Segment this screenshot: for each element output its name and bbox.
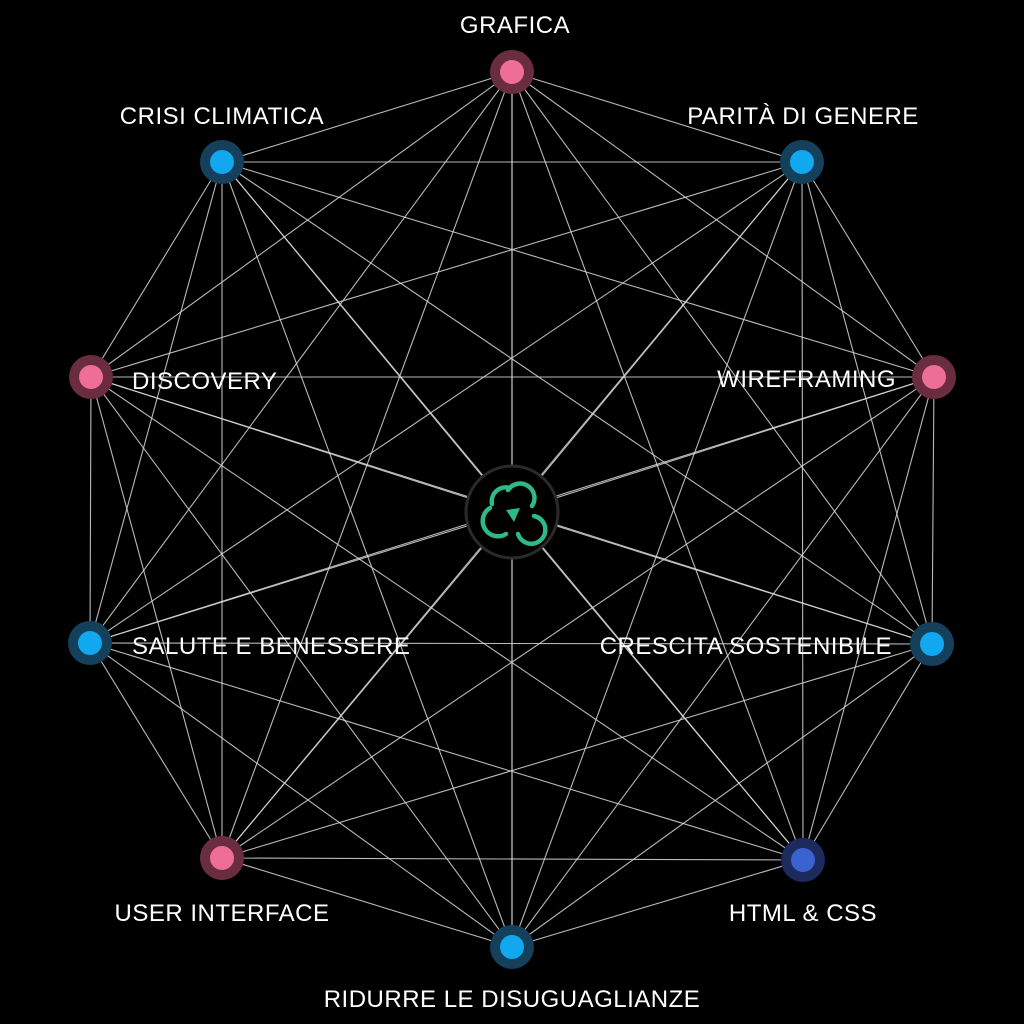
edge-wireframing-center [511, 376, 935, 513]
edge-crisi-climatica-center [221, 161, 513, 513]
edge-wireframing-ridurre-le-disuguaglianze [511, 376, 935, 948]
node-label-html-css: HTML & CSS [729, 900, 877, 927]
label-layer: GRAFICA PARITÀ DI GENERE WIREFRAMING CRESCI… [114, 12, 918, 1013]
node-label-grafica: GRAFICA [460, 12, 570, 39]
edge-wireframing-user-interface [221, 376, 935, 859]
node-dot [790, 150, 814, 174]
node-dot [920, 632, 944, 656]
node-grafica [490, 50, 534, 94]
edge-crescita-sostenibile-user-interface [221, 643, 933, 859]
edge-wireframing-html-css [802, 376, 935, 861]
edge-grafica-crisi-climatica [221, 71, 513, 163]
edge-wireframing-crescita-sostenibile [931, 376, 935, 645]
node-dot [500, 935, 524, 959]
node-user-interface [200, 836, 244, 880]
edge-user-interface-center [221, 511, 513, 859]
edge-salute-e-benessere-center [89, 511, 513, 644]
node-label-salute-e-benessere: SALUTE E BENESSERE [132, 633, 410, 660]
edge-salute-e-benessere-discovery [89, 376, 92, 644]
node-ridurre-le-disuguaglianze [490, 925, 534, 969]
node-crisi-climatica [200, 140, 244, 184]
edge-parita-di-genere-discovery [90, 161, 803, 378]
node-html-css [781, 838, 825, 882]
edge-html-css-salute-e-benessere [89, 642, 804, 861]
edge-parita-di-genere-center [511, 161, 803, 513]
edge-grafica-parita-di-genere [511, 71, 803, 163]
edge-html-css-discovery [90, 376, 804, 861]
edge-salute-e-benessere-crisi-climatica [89, 161, 223, 644]
edge-ridurre-le-disuguaglianze-crisi-climatica [221, 161, 513, 948]
edge-layer [89, 71, 935, 948]
center-hub [464, 464, 560, 560]
node-label-parita-di-genere: PARITÀ DI GENERE [687, 103, 919, 130]
node-dot [79, 365, 103, 389]
node-layer [68, 50, 956, 969]
edge-user-interface-salute-e-benessere [89, 642, 223, 859]
app-logo-icon [480, 481, 548, 546]
edge-parita-di-genere-salute-e-benessere [89, 161, 803, 644]
node-dot [210, 150, 234, 174]
node-dot [791, 848, 815, 872]
edge-crescita-sostenibile-center [511, 511, 933, 645]
edge-crescita-sostenibile-html-css [802, 643, 933, 861]
edge-user-interface-discovery [90, 376, 223, 859]
node-discovery [69, 355, 113, 399]
edge-wireframing-crisi-climatica [221, 161, 935, 378]
edge-parita-di-genere-html-css [801, 161, 804, 861]
edge-crescita-sostenibile-crisi-climatica [221, 161, 933, 645]
edge-html-css-ridurre-le-disuguaglianze [511, 859, 804, 948]
edge-html-css-center [511, 511, 804, 861]
node-dot [210, 846, 234, 870]
edge-ridurre-le-disuguaglianze-salute-e-benessere [89, 642, 513, 948]
edge-grafica-crescita-sostenibile [511, 71, 933, 645]
edge-parita-di-genere-crescita-sostenibile [801, 161, 933, 645]
node-label-discovery: DISCOVERY [132, 368, 277, 395]
edge-grafica-salute-e-benessere [89, 71, 513, 644]
edge-parita-di-genere-wireframing [801, 161, 935, 378]
node-label-user-interface: USER INTERFACE [114, 900, 329, 927]
node-salute-e-benessere [68, 621, 112, 665]
edge-parita-di-genere-ridurre-le-disuguaglianze [511, 161, 803, 948]
edge-grafica-discovery [90, 71, 513, 378]
node-dot [500, 60, 524, 84]
node-dot [78, 631, 102, 655]
node-label-ridurre-le-disuguaglianze: RIDURRE LE DISUGUAGLIANZE [324, 986, 701, 1013]
node-wireframing [912, 355, 956, 399]
edge-discovery-center [90, 376, 513, 513]
edge-discovery-crisi-climatica [90, 161, 223, 378]
edge-crescita-sostenibile-salute-e-benessere [89, 642, 933, 645]
node-dot [922, 365, 946, 389]
node-label-crescita-sostenibile: CRESCITA SOSTENIBILE [600, 633, 892, 660]
node-label-wireframing: WIREFRAMING [717, 366, 896, 393]
edge-ridurre-le-disuguaglianze-discovery [90, 376, 513, 948]
edge-ridurre-le-disuguaglianze-user-interface [221, 857, 513, 948]
edge-crescita-sostenibile-ridurre-le-disuguaglianze [511, 643, 933, 948]
edge-grafica-wireframing [511, 71, 935, 378]
node-label-crisi-climatica: CRISI CLIMATICA [120, 103, 324, 130]
node-parita-di-genere [780, 140, 824, 184]
node-crescita-sostenibile [910, 622, 954, 666]
